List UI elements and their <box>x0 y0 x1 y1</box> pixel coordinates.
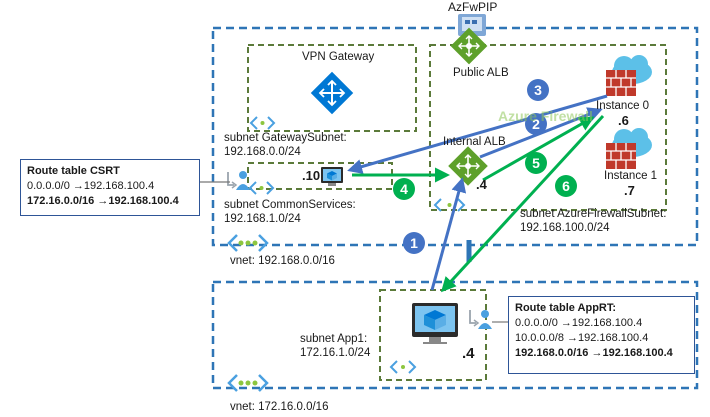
instance1-ip: .7 <box>624 183 635 198</box>
internal-alb-ip: .4 <box>476 177 487 192</box>
route-table-csrt: Route table CSRT 0.0.0.0/0 →192.168.100.… <box>20 159 200 216</box>
svg-text:2: 2 <box>532 116 540 132</box>
firewall-instance1-icon <box>606 128 652 169</box>
route-table-csrt-icon <box>227 171 250 190</box>
svg-text:6: 6 <box>562 178 570 194</box>
instance0-label: Instance 0 <box>596 100 650 112</box>
public-ip-icon <box>458 14 486 36</box>
step-badge-5: 5 <box>525 152 547 174</box>
common-services-subnet-box <box>247 162 393 190</box>
flow-step1-line <box>430 177 467 291</box>
subnet-common-name: subnet CommonServices: <box>224 199 356 211</box>
step-badge-3: 3 <box>527 79 549 101</box>
azfwpip-label: AzFwPIP <box>448 0 498 14</box>
public-alb-label: Public ALB <box>453 67 509 79</box>
firewall-instance0-icon <box>606 55 652 96</box>
vnet-icon-hub <box>227 234 269 252</box>
subnet-icon-gateway <box>249 116 276 130</box>
svg-text:5: 5 <box>532 155 540 171</box>
instance1-label: Instance 1 <box>604 170 658 182</box>
vpn-gateway-subnet-box <box>247 44 417 132</box>
subnet-icon-common <box>248 181 275 195</box>
internal-alb-icon <box>448 146 488 186</box>
subnet-firewall-name: subnet AzureFirewallSubnet: <box>520 208 667 220</box>
internal-alb-label: Internal ALB <box>443 136 506 148</box>
subnet-icon-firewall <box>433 198 466 212</box>
subnet-app1-cidr: 172.16.1.0/24 <box>300 347 371 359</box>
vm-common-services-icon <box>321 167 343 186</box>
flow-step5-line <box>482 116 595 182</box>
step-badge-4: 4 <box>393 178 415 200</box>
azure-firewall-watermark: Azure Firewall <box>498 108 593 124</box>
vnet-spoke-label: vnet: 172.16.0.0/16 <box>230 401 329 413</box>
vm-app-icon <box>412 303 458 344</box>
instance0-ip: .6 <box>618 113 629 128</box>
route-table-apprt: Route table AppRT: 0.0.0.0/0 →192.168.10… <box>508 296 695 374</box>
subnet-app1-name: subnet App1: <box>300 333 368 345</box>
vnet-icon-spoke <box>227 374 269 392</box>
vnet-hub-box <box>211 26 699 247</box>
subnet-gateway-cidr: 192.168.0.0/24 <box>224 146 301 158</box>
subnet-firewall-cidr: 192.168.100.0/24 <box>520 222 610 234</box>
svg-text:4: 4 <box>400 181 408 197</box>
svg-text:3: 3 <box>534 82 542 98</box>
vm-common-ip: .10 <box>302 168 321 183</box>
subnet-gateway-name: subnet GatewaySubnet: <box>224 132 347 144</box>
route-table-apprt-line2: 10.0.0.0/8 →192.168.100.4 <box>515 332 649 344</box>
public-alb-icon <box>450 27 488 65</box>
vnet-hub-label: vnet: 192.168.0.0/16 <box>230 255 335 267</box>
route-table-apprt-line1: 0.0.0.0/0 →192.168.100.4 <box>515 317 643 329</box>
step-badge-6: 6 <box>555 175 577 197</box>
vpn-gateway-icon <box>310 71 354 115</box>
subnet-common-cidr: 192.168.1.0/24 <box>224 213 301 225</box>
route-table-apprt-line3: 192.168.0.0/16 →192.168.100.4 <box>515 347 673 359</box>
route-table-apprt-title: Route table AppRT: <box>515 302 617 314</box>
flow-step6-line <box>440 114 605 293</box>
vpn-gateway-label: VPN Gateway <box>302 51 375 63</box>
step-badge-2: 2 <box>525 113 547 135</box>
route-table-csrt-line1: 0.0.0.0/0 →192.168.100.4 <box>27 180 155 192</box>
route-table-csrt-line2: 172.16.0.0/16 →192.168.100.4 <box>27 195 179 207</box>
subnet-icon-app1 <box>389 360 417 374</box>
svg-text:1: 1 <box>410 235 418 251</box>
step-badge-1: 1 <box>403 232 425 254</box>
vm-app-ip: .4 <box>462 345 475 362</box>
flow-step3-line <box>347 94 608 174</box>
route-table-csrt-title: Route table CSRT <box>27 165 120 177</box>
route-table-apprt-icon <box>469 310 492 329</box>
